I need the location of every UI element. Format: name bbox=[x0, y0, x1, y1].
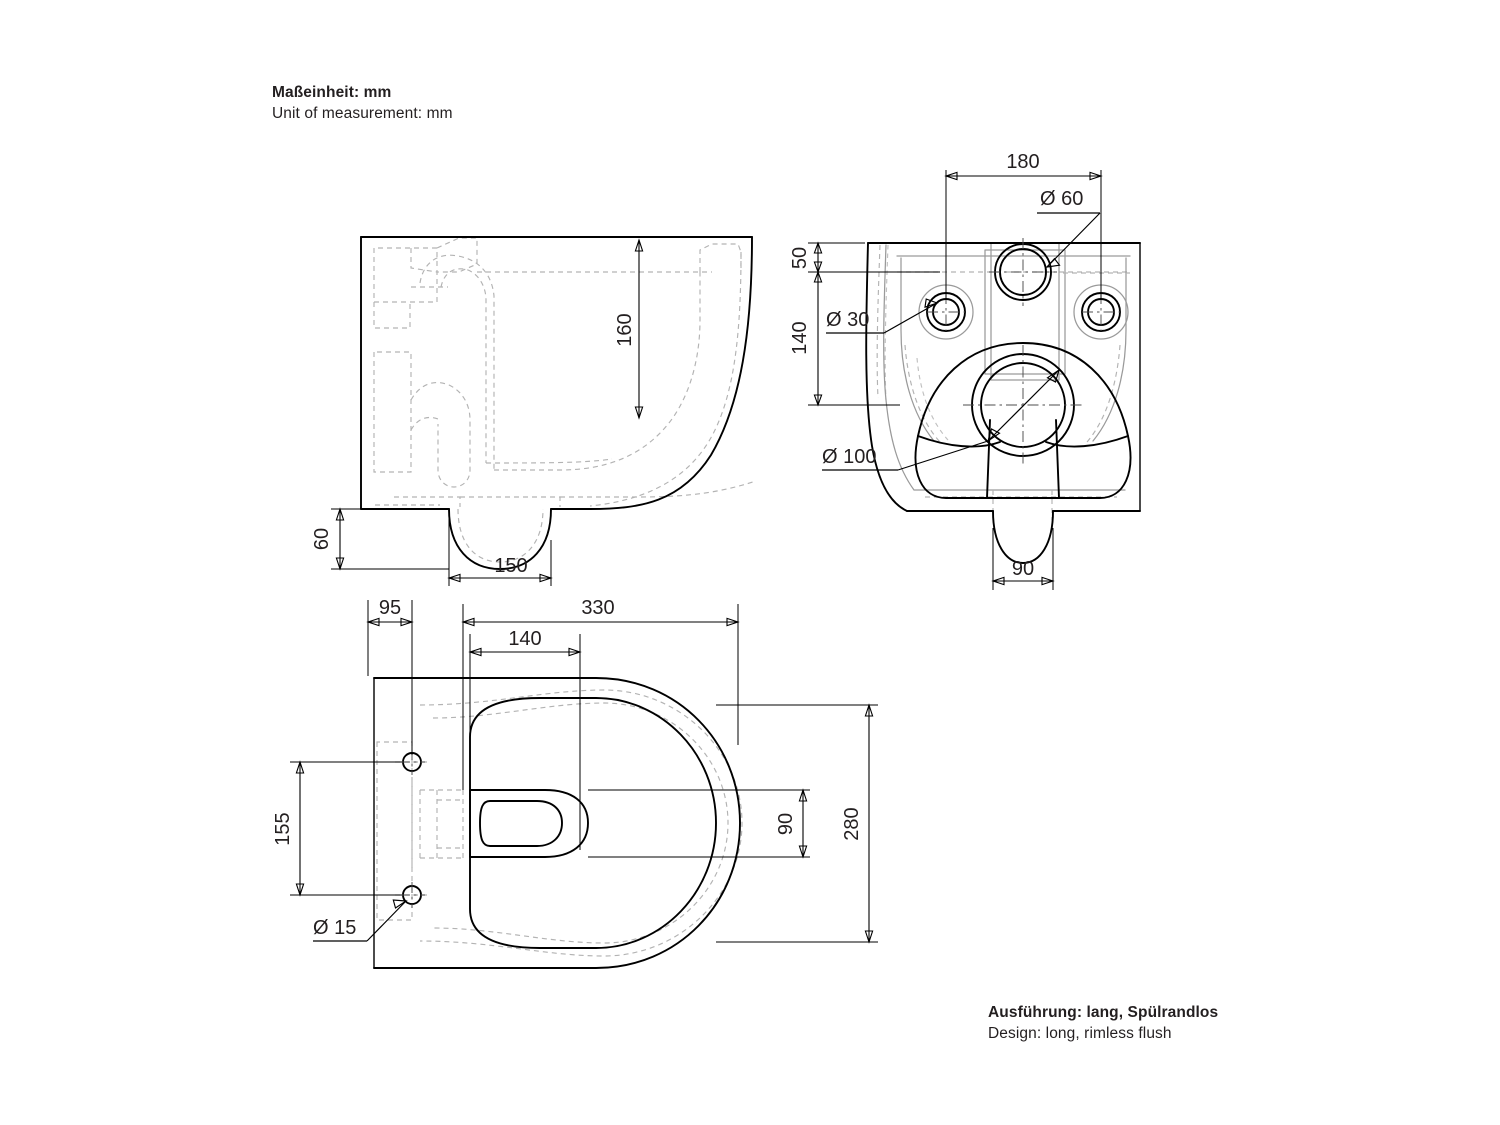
dim-label-150: 150 bbox=[494, 555, 527, 577]
dim-label-50: 50 bbox=[789, 247, 811, 269]
top-wall-plate bbox=[373, 677, 421, 969]
dim-side-outlet-60: 60 bbox=[311, 507, 449, 571]
dim-top-wall-offset-95: 95 bbox=[366, 597, 414, 755]
side-outline bbox=[360, 236, 753, 570]
dim-top-flush-offset-140: 140 bbox=[468, 628, 582, 850]
dim-label-160: 160 bbox=[614, 313, 636, 346]
top-plan-view: 95 330 140 bbox=[272, 597, 878, 969]
dim-side-height-160: 160 bbox=[614, 238, 644, 420]
dim-rear-top-to-inlet-50: 50 bbox=[789, 241, 940, 274]
dim-label-60: 60 bbox=[311, 528, 333, 550]
rear-elevation-view: 180 Ø 60 50 bbox=[789, 151, 1141, 590]
side-hidden-details bbox=[373, 237, 757, 563]
dim-label-dia-15: Ø 15 bbox=[313, 917, 356, 939]
dim-label-90-top: 90 bbox=[775, 813, 797, 835]
leader-rear-bolt-dia-30: Ø 30 bbox=[826, 298, 939, 334]
dim-top-opening-90: 90 bbox=[588, 788, 810, 859]
leader-rear-waste-dia-100: Ø 100 bbox=[822, 368, 1060, 471]
rear-flush-inlet bbox=[989, 238, 1057, 306]
dim-top-width-280: 280 bbox=[716, 703, 878, 944]
leader-top-bolt-dia-15: Ø 15 bbox=[313, 899, 408, 942]
rear-outline bbox=[865, 242, 1141, 564]
unit-note-en: Unit of measurement: mm bbox=[272, 105, 453, 123]
top-bolt-hole-lower bbox=[399, 882, 425, 908]
design-note-en: Design: long, rimless flush bbox=[988, 1025, 1172, 1043]
top-hidden-details bbox=[376, 689, 743, 957]
dim-label-140: 140 bbox=[789, 321, 811, 354]
unit-of-measurement-note: Maßeinheit: mm Unit of measurement: mm bbox=[272, 82, 453, 125]
dim-top-length-330: 330 bbox=[461, 597, 740, 790]
design-note-de: Ausführung: lang, Spülrandlos bbox=[988, 1004, 1219, 1021]
dim-rear-bolt-spacing-180: 180 bbox=[944, 151, 1103, 300]
top-outer-rim bbox=[419, 677, 741, 969]
rear-waste-outlet bbox=[963, 345, 1083, 465]
dim-top-bolt-spacing-155: 155 bbox=[272, 760, 402, 897]
dim-label-dia-30: Ø 30 bbox=[826, 309, 869, 331]
dim-label-155: 155 bbox=[272, 812, 294, 845]
leader-rear-inlet-dia-60: Ø 60 bbox=[1037, 188, 1101, 268]
design-note: Ausführung: lang, Spülrandlos Design: lo… bbox=[988, 1002, 1218, 1045]
dim-label-90-rear: 90 bbox=[1012, 558, 1034, 580]
dim-label-140-top: 140 bbox=[508, 628, 541, 650]
dim-label-330: 330 bbox=[581, 597, 614, 619]
unit-note-de: Maßeinheit: mm bbox=[272, 84, 392, 101]
dim-rear-outlet-width-90: 90 bbox=[991, 528, 1055, 590]
rear-bowl-funnel bbox=[914, 342, 1132, 499]
dim-side-outlet-width-150: 150 bbox=[447, 509, 553, 586]
dim-label-dia-100: Ø 100 bbox=[822, 446, 876, 468]
top-flush-chamber bbox=[469, 789, 589, 858]
top-inner-bowl bbox=[469, 697, 717, 949]
dim-rear-inlet-to-outlet-140: 140 bbox=[789, 270, 900, 407]
dim-label-180: 180 bbox=[1006, 151, 1039, 173]
dim-label-95: 95 bbox=[379, 597, 401, 619]
dim-label-280: 280 bbox=[841, 807, 863, 840]
dim-label-dia-60: Ø 60 bbox=[1040, 188, 1083, 210]
side-elevation-view: 160 60 150 bbox=[311, 236, 757, 586]
